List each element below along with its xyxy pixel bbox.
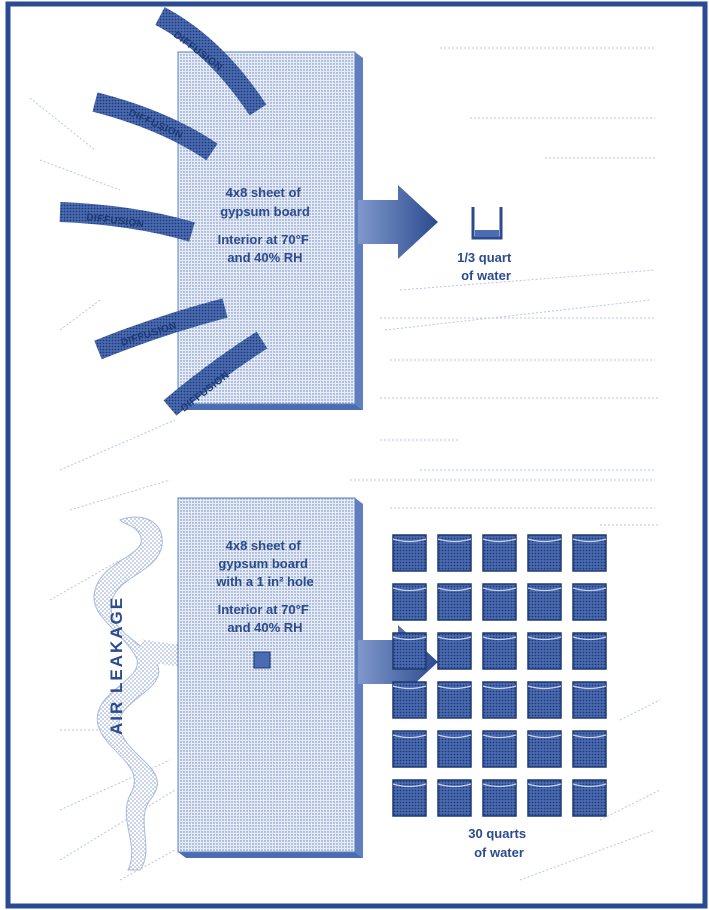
diffusion-arrow-3: DIFFUSION [60,212,192,232]
water-jar-icon [573,682,606,718]
water-jar-icon [393,682,426,718]
water-jar-icon [393,780,426,816]
water-jar-icon [393,535,426,571]
bottom-result-text: 30 quarts of water [468,826,529,860]
water-jar-icon [573,633,606,669]
top-gypsum-board [178,52,363,410]
water-jar-icon [528,731,561,767]
top-board-line-2: gypsum board [220,204,310,219]
bottom-condition-line-2: and 40% RH [227,620,302,635]
top-output-arrow [358,185,438,259]
bottom-board-text: 4x8 sheet of gypsum board with a 1 in² h… [215,538,314,589]
top-result-line-2: of water [461,268,511,283]
air-leakage-label: AIR LEAKAGE [107,596,126,735]
water-jar-icon [528,682,561,718]
water-jar-icon [483,731,516,767]
water-jar-icon [438,584,471,620]
bottom-condition-line-1: Interior at 70°F [218,602,309,617]
water-jar-icon [393,633,426,669]
board-hole-icon [254,652,270,668]
water-jar-icon [573,731,606,767]
top-condition-line-1: Interior at 70°F [218,232,309,247]
water-jar-icon [528,535,561,571]
bottom-board-line-1: 4x8 sheet of [226,538,302,553]
bottom-board-line-3: with a 1 in² hole [215,574,314,589]
water-jar-icon [528,633,561,669]
water-cup-icon [473,207,501,238]
water-jar-icon [483,633,516,669]
top-board-line-1: 4x8 sheet of [226,185,302,200]
top-result-text: 1/3 quart of water [457,250,515,283]
top-condition-line-2: and 40% RH [227,250,302,265]
water-jar-icon [573,584,606,620]
water-jar-icon [438,731,471,767]
water-jar-icon [438,682,471,718]
water-jar-icon [438,535,471,571]
water-jar-icon [438,780,471,816]
water-jar-icon [438,633,471,669]
water-jar-icon [528,584,561,620]
water-jar-icon [393,584,426,620]
bottom-board-line-2: gypsum board [218,556,308,571]
bottom-result-line-1: 30 quarts [468,826,526,841]
water-jar-icon [483,535,516,571]
water-jar-icon [528,780,561,816]
water-jar-icon [393,731,426,767]
water-jar-icon [483,584,516,620]
water-jar-icon [573,535,606,571]
bottom-result-line-2: of water [474,845,524,860]
water-jar-icon [483,780,516,816]
top-result-line-1: 1/3 quart [457,250,512,265]
water-jar-icon [573,780,606,816]
water-jar-icon [483,682,516,718]
water-jar-grid [393,535,606,816]
